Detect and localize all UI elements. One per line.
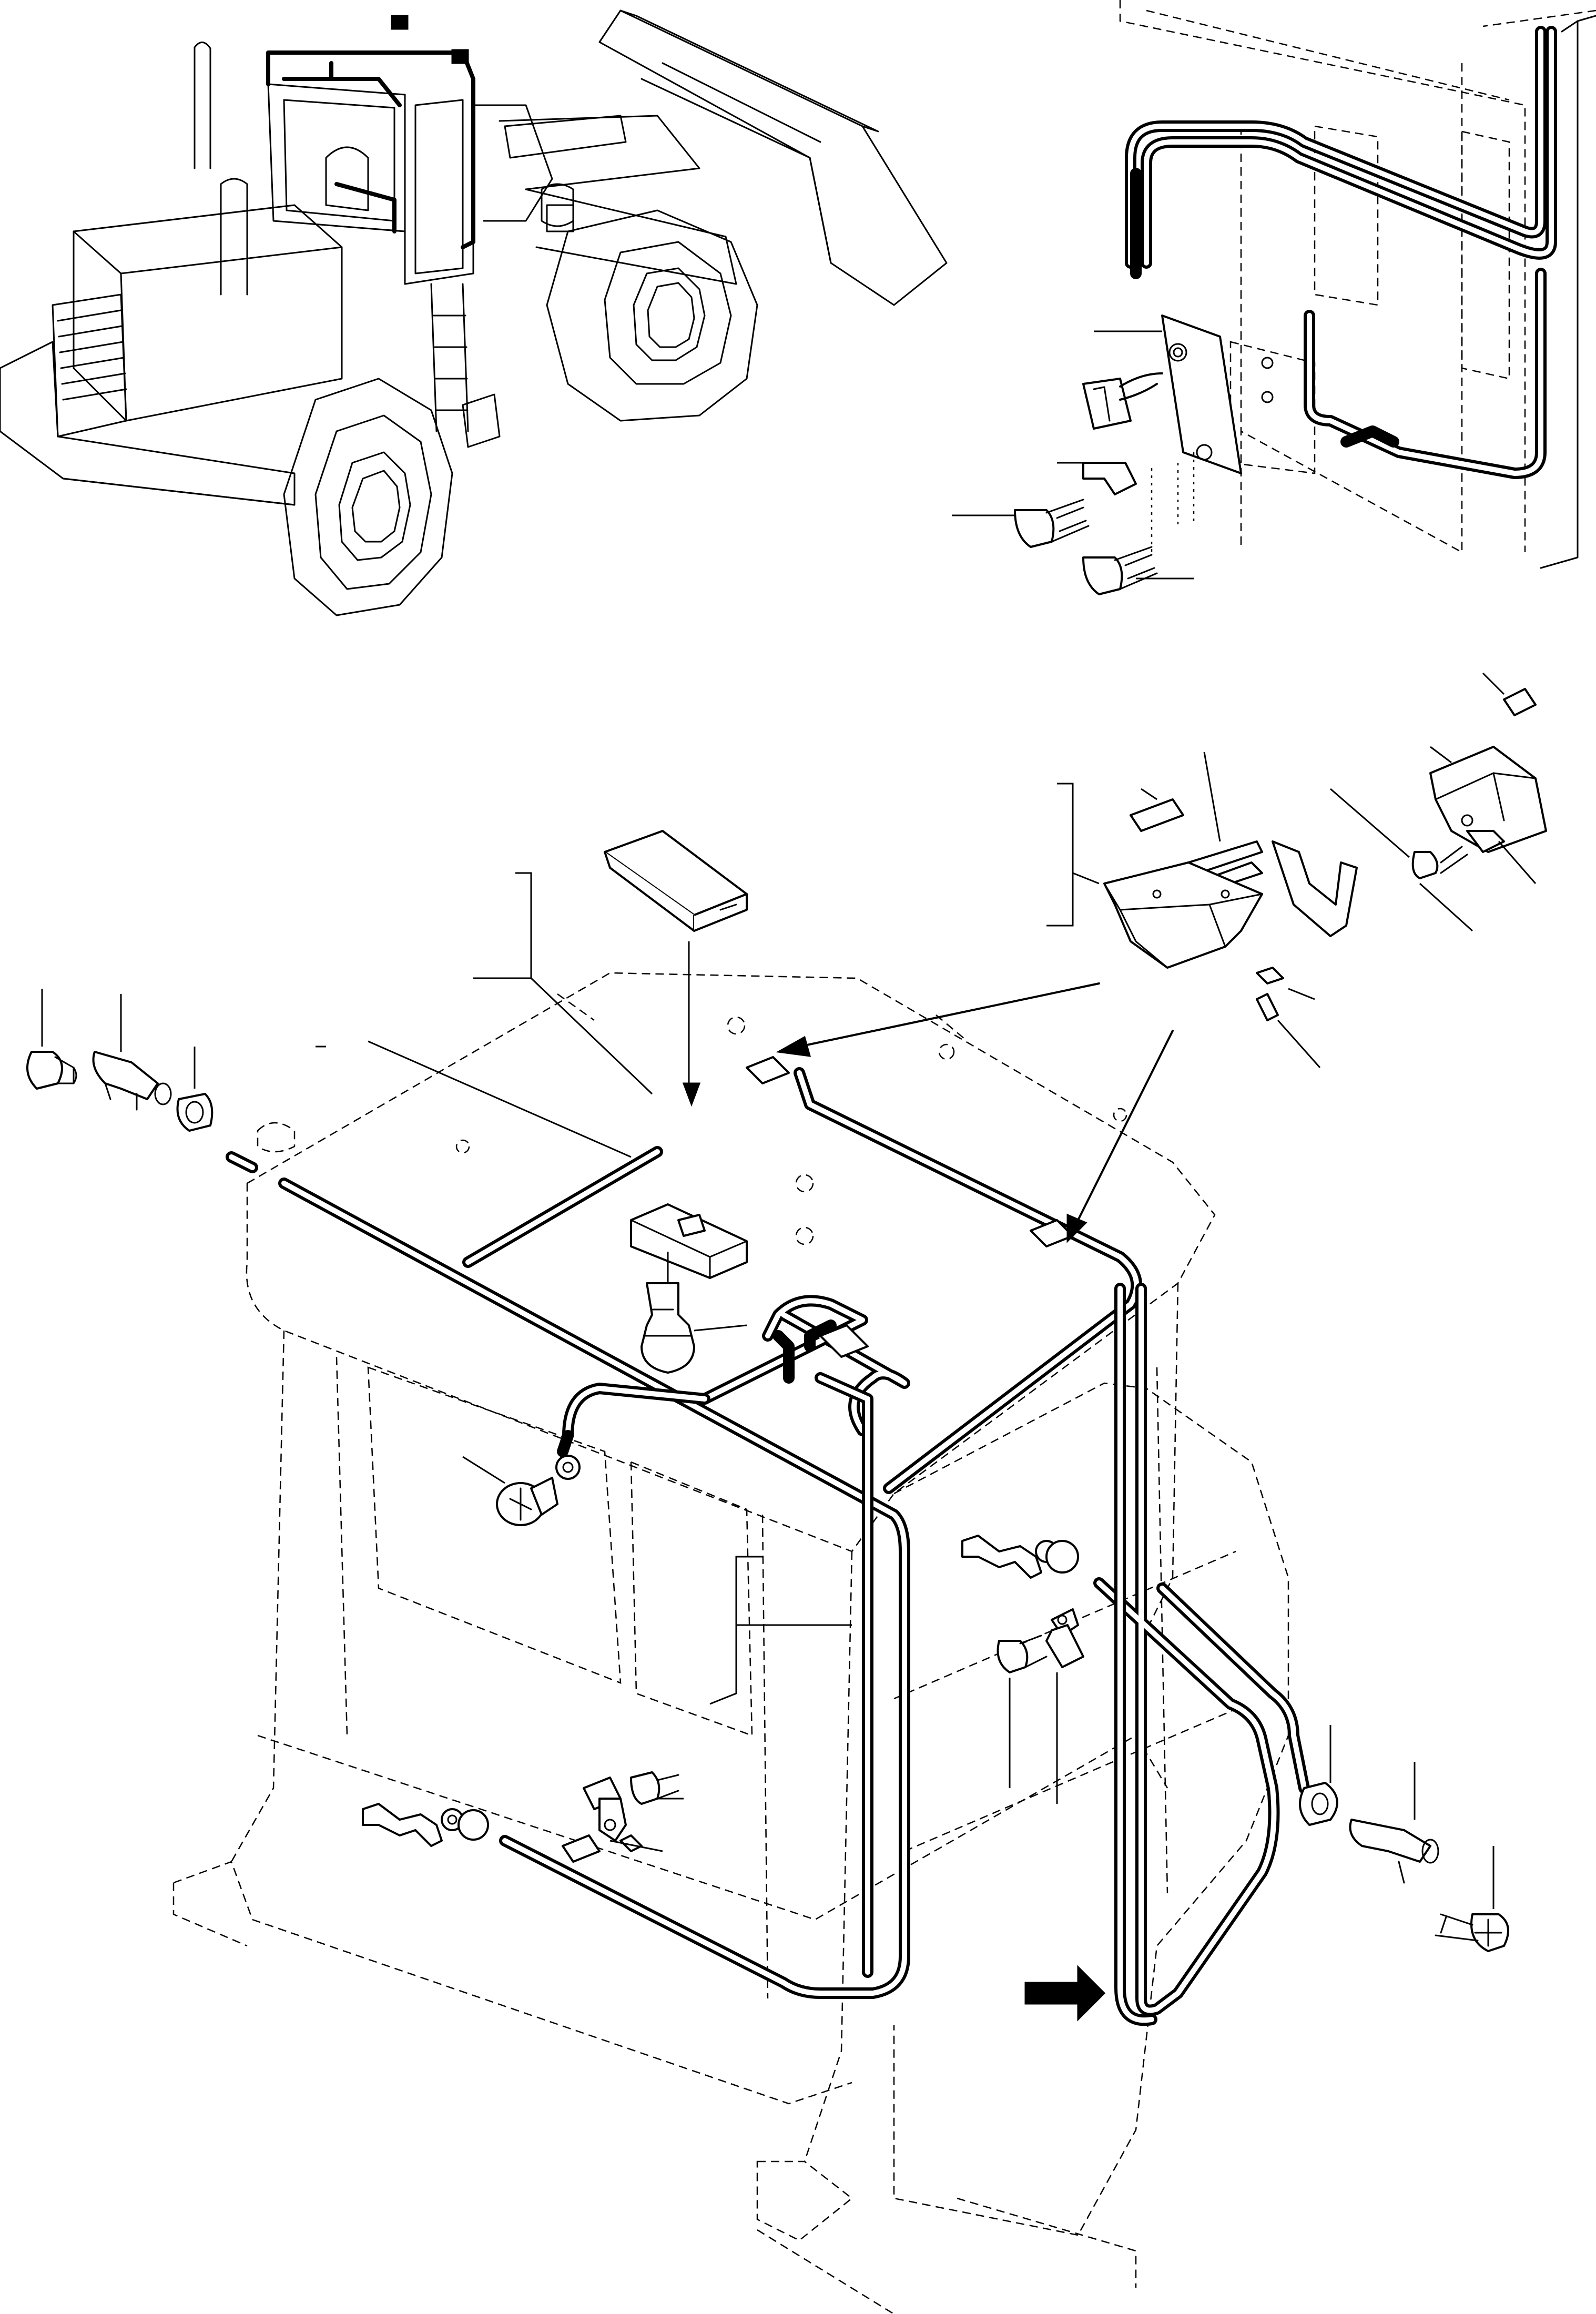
lower-clamp-right <box>961 1535 1084 1673</box>
wheel-loader-overview <box>0 9 948 616</box>
room-lamp <box>630 1203 748 1279</box>
cab-roof-wiring-view <box>26 672 1547 2314</box>
bucket <box>598 9 948 306</box>
direction-arrow-icon <box>1024 1965 1106 2022</box>
lower-clamp-left <box>362 1771 679 1863</box>
cab-outline <box>266 15 475 285</box>
front-tire <box>546 209 758 422</box>
map-lamp-lens <box>604 830 748 932</box>
ground-bolt <box>496 1455 581 1526</box>
rear-tire <box>283 378 453 616</box>
warning-lamp <box>1411 688 1547 879</box>
fender-bolts <box>1014 499 1158 595</box>
lamp-socket <box>641 1282 695 1374</box>
fender-harness <box>1125 26 1557 479</box>
door-switch-right <box>1299 1782 1509 1952</box>
door-switch-left <box>26 1051 214 1132</box>
roof-wire-harness <box>226 1067 1310 2026</box>
grille-slats <box>57 309 127 401</box>
lamp-bracket <box>1103 798 1358 1021</box>
fender-panel-detail <box>952 0 1596 595</box>
